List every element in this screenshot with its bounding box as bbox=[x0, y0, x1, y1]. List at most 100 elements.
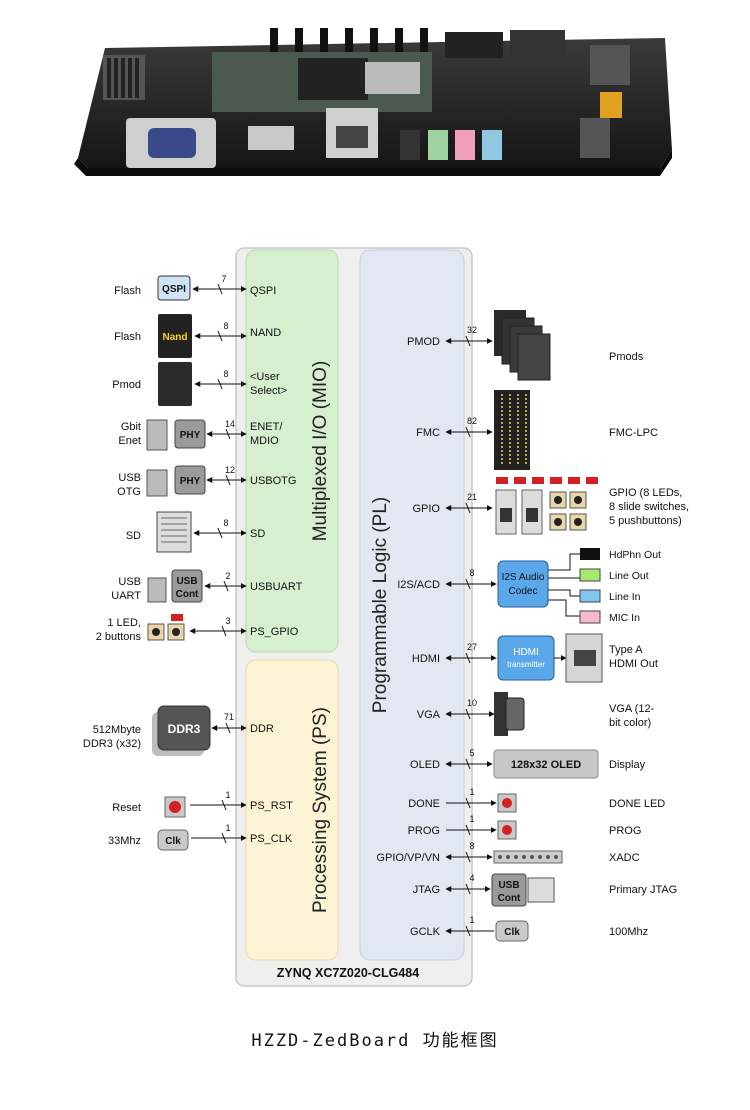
ps-title: Processing System (PS) bbox=[310, 707, 331, 913]
done-width: 1 bbox=[469, 787, 474, 797]
jtag-usb-jack bbox=[527, 877, 555, 903]
reset-desc: Reset bbox=[112, 802, 141, 814]
ddr-desc-1: 512Mbyte bbox=[93, 724, 141, 736]
xadc-port: GPIO/VP/VN bbox=[376, 852, 440, 864]
qspi-port: QSPI bbox=[250, 285, 276, 297]
usbuart-width: 2 bbox=[225, 571, 230, 581]
prog-port: PROG bbox=[408, 825, 440, 837]
usbotg-desc-1: USB bbox=[118, 472, 141, 484]
nand-row: Flash Nand 8 NAND bbox=[114, 314, 281, 358]
pl-region bbox=[359, 249, 465, 961]
enet-phy-label: PHY bbox=[180, 430, 201, 441]
psclk-row: 33Mhz Clk 1 PS_CLK bbox=[108, 823, 293, 851]
pmod-left-width: 8 bbox=[223, 369, 228, 379]
oled-desc: Display bbox=[609, 759, 646, 771]
jtag-row: JTAG 4 USB Cont Primary JTAG bbox=[413, 873, 677, 907]
ddr-row: 512Mbyte DDR3 (x32) DDR3 71 DDR bbox=[83, 705, 274, 756]
usbuart-desc-1: USB bbox=[118, 576, 141, 588]
gclk-desc: 100Mhz bbox=[609, 926, 648, 938]
prog-desc: PROG bbox=[609, 825, 641, 837]
audio-out-2: Line Out bbox=[609, 570, 649, 582]
audio-row: I2S/ACD 8 I2S Audio Codec HdPhn Out Line… bbox=[397, 548, 661, 624]
usbotg-phy-chip bbox=[174, 465, 206, 495]
fmc-port: FMC bbox=[416, 427, 440, 439]
hdphn-jack bbox=[580, 548, 600, 560]
psclk-desc: 33Mhz bbox=[108, 835, 141, 847]
hdmi-desc-2: HDMI Out bbox=[609, 658, 658, 670]
usbuart-port: USBUART bbox=[250, 581, 303, 593]
gclk-width: 1 bbox=[469, 915, 474, 925]
nand-port: NAND bbox=[250, 327, 281, 339]
gpio-port: GPIO bbox=[412, 503, 440, 515]
oled-display bbox=[493, 749, 599, 779]
gclk-clock-chip bbox=[495, 920, 529, 942]
reset-width: 1 bbox=[225, 790, 230, 800]
qspi-desc: Flash bbox=[114, 285, 141, 297]
audio-out-4: MIC In bbox=[609, 612, 640, 624]
qspi-chip bbox=[157, 275, 191, 301]
enet-port-1: ENET/ bbox=[250, 421, 283, 433]
usbuart-jack bbox=[147, 577, 167, 603]
psclk-width: 1 bbox=[225, 823, 230, 833]
ps-clock-label: Clk bbox=[165, 836, 181, 847]
nand-desc: Flash bbox=[114, 331, 141, 343]
vga-desc-2: bit color) bbox=[609, 717, 651, 729]
pmod-left-desc: Pmod bbox=[112, 379, 141, 391]
done-port: DONE bbox=[408, 798, 440, 810]
hdmi-chip-1: HDMI bbox=[513, 647, 539, 658]
jtag-port: JTAG bbox=[413, 884, 440, 896]
enet-desc-2: Enet bbox=[118, 435, 141, 447]
qspi-row: Flash QSPI 7 QSPI bbox=[114, 274, 276, 301]
hdmi-port: HDMI bbox=[412, 653, 440, 665]
audio-out-3: Line In bbox=[609, 591, 641, 603]
nand-chip-label: Nand bbox=[163, 332, 188, 343]
mio-title: Multiplexed I/O (MIO) bbox=[310, 361, 331, 542]
audio-out-1: HdPhn Out bbox=[609, 549, 661, 561]
vga-port: VGA bbox=[417, 709, 441, 721]
usbotg-jack bbox=[146, 469, 168, 497]
ddr-port: DDR bbox=[250, 723, 274, 735]
gpio-row: GPIO 21 GPIO (8 LEDs, 8 slide switches, … bbox=[412, 477, 689, 535]
xadc-header bbox=[493, 850, 563, 864]
mio-region bbox=[245, 249, 339, 653]
fmc-connector bbox=[494, 390, 530, 470]
usbotg-phy-label: PHY bbox=[180, 476, 201, 487]
jtag-width: 4 bbox=[469, 873, 474, 883]
nand-width: 8 bbox=[223, 321, 228, 331]
ps-clock-chip bbox=[157, 829, 189, 851]
oled-row: OLED 5 128x32 OLED Display bbox=[410, 748, 646, 779]
enet-desc-1: Gbit bbox=[121, 421, 141, 433]
qspi-width: 7 bbox=[221, 274, 226, 284]
oled-display-label: 128x32 OLED bbox=[511, 759, 581, 771]
fmc-row: FMC 82 FMC-LPC bbox=[416, 390, 658, 470]
hdmi-transmitter-chip bbox=[497, 635, 555, 681]
psgpio-desc-1: 1 LED, bbox=[107, 617, 141, 629]
fmc-width: 82 bbox=[467, 416, 477, 426]
pmod-desc: Pmods bbox=[609, 351, 644, 363]
pmod-connector-4 bbox=[517, 333, 551, 381]
psgpio-row: 1 LED, 2 buttons 3 PS_GPIO bbox=[96, 614, 299, 643]
nand-chip bbox=[158, 314, 192, 358]
reset-port: PS_RST bbox=[250, 800, 293, 812]
pl-title: Programmable Logic (PL) bbox=[370, 497, 391, 713]
jtag-usb-controller bbox=[491, 873, 527, 907]
enet-jack bbox=[146, 419, 168, 451]
pmod-left-port-2: Select> bbox=[250, 385, 287, 397]
jtag-chip-1: USB bbox=[498, 880, 519, 891]
board-photo bbox=[74, 28, 672, 176]
ddr3-chip-label: DDR3 bbox=[168, 722, 201, 736]
enet-row: Gbit Enet PHY 14 ENET/ MDIO bbox=[118, 419, 283, 451]
line-out-jack bbox=[579, 568, 601, 582]
gclk-port: GCLK bbox=[410, 926, 441, 938]
prog-row: PROG 1 PROG bbox=[408, 814, 641, 840]
hdmi-chip-2: transmitter bbox=[507, 660, 545, 669]
qspi-chip-label: QSPI bbox=[162, 284, 186, 295]
ps-region bbox=[245, 659, 339, 961]
psclk-port: PS_CLK bbox=[250, 833, 293, 845]
pmod-width: 32 bbox=[467, 325, 477, 335]
gclk-chip-label: Clk bbox=[504, 927, 520, 938]
xadc-desc: XADC bbox=[609, 852, 640, 864]
enet-port-2: MDIO bbox=[250, 435, 279, 447]
sd-row: SD 8 SD bbox=[126, 511, 265, 553]
usbotg-port: USBOTG bbox=[250, 475, 296, 487]
